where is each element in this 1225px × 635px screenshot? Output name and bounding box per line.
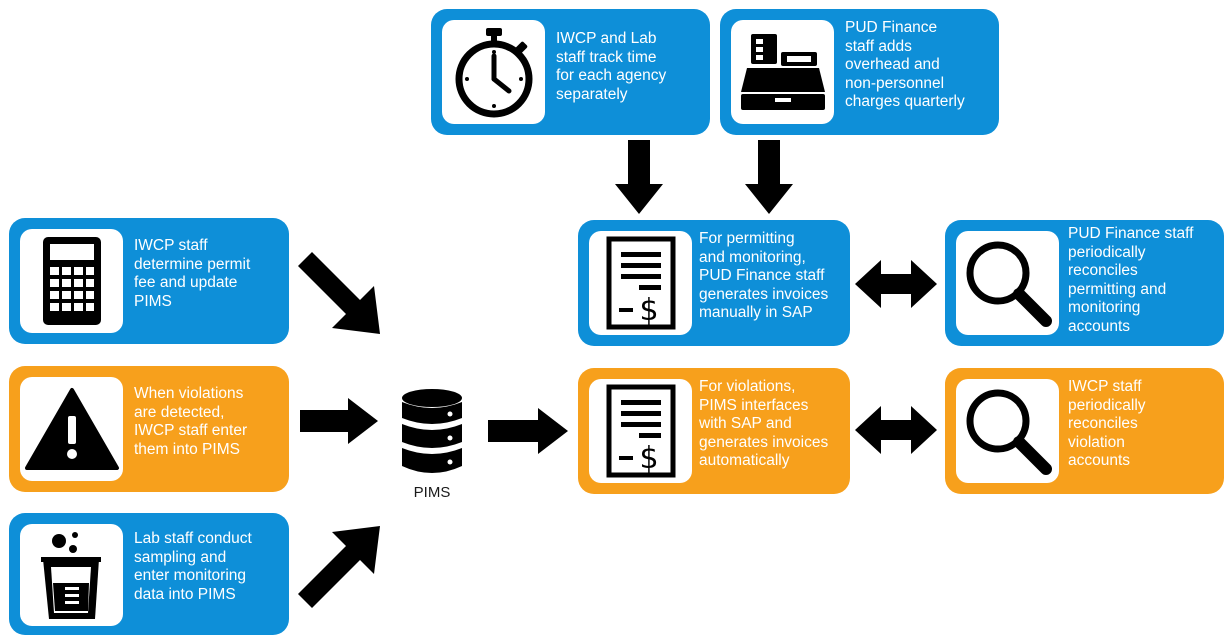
invoice-icon-frame: $ <box>589 231 692 335</box>
overhead-box: PUD Finance staff adds overhead and non-… <box>720 9 999 135</box>
arrow-lab-to-pims <box>298 526 380 608</box>
magnifier-icon-frame <box>956 231 1059 335</box>
reconcile-violations-text: IWCP staff periodically reconciles viola… <box>1068 378 1146 469</box>
cash-register-icon-frame <box>731 20 834 124</box>
permit-fee-text: IWCP staff determine permit fee and upda… <box>134 237 251 310</box>
warning-icon <box>24 388 119 470</box>
warning-icon-frame <box>20 377 123 481</box>
calculator-icon <box>42 237 101 325</box>
arrow-pims-to-auto-invoices <box>488 408 568 454</box>
arrow-permit-to-pims <box>298 252 380 334</box>
time-tracking-box: IWCP and Lab staff track time for each a… <box>431 9 710 135</box>
double-arrow-permitting-reconcile <box>855 260 937 308</box>
pims-label: PIMS <box>413 484 451 501</box>
calculator-icon-frame <box>20 229 123 333</box>
manual-invoices-text: For permitting and monitoring, PUD Finan… <box>699 230 829 321</box>
stopwatch-icon <box>455 28 532 118</box>
beaker-icon-frame <box>20 524 123 626</box>
cash-register-icon <box>740 34 825 110</box>
database-icon <box>402 389 462 473</box>
time-tracking-text: IWCP and Lab staff track time for each a… <box>556 30 667 103</box>
magnifier-icon <box>966 241 1052 327</box>
lab-sampling-box: Lab staff conduct sampling and enter mon… <box>9 513 289 635</box>
arrow-violations-to-pims <box>300 398 378 444</box>
arrow-overhead-to-invoices <box>745 140 793 214</box>
overhead-text: PUD Finance staff adds overhead and non-… <box>845 19 965 110</box>
violations-entry-text: When violations are detected, IWCP staff… <box>134 385 248 458</box>
invoice-icon-frame: $ <box>589 379 692 483</box>
invoice-icon: $ <box>606 384 675 478</box>
beaker-icon <box>40 532 101 619</box>
permit-fee-box: IWCP staff determine permit fee and upda… <box>9 218 289 344</box>
magnifier-icon-frame <box>956 379 1059 483</box>
double-arrow-violations-reconcile <box>855 406 937 454</box>
magnifier-icon <box>966 389 1052 475</box>
auto-invoices-text: For violations, PIMS interfaces with SAP… <box>699 378 829 469</box>
svg-text:$: $ <box>639 441 658 476</box>
reconcile-permitting-box: PUD Finance staff periodically reconcile… <box>945 220 1224 346</box>
violations-entry-box: When violations are detected, IWCP staff… <box>9 366 289 492</box>
svg-text:$: $ <box>639 293 658 328</box>
invoice-icon: $ <box>606 236 675 330</box>
arrow-time-to-invoices <box>615 140 663 214</box>
stopwatch-icon-frame <box>442 20 545 124</box>
manual-invoices-box: $ For permitting and monitoring, PUD Fin… <box>578 220 850 346</box>
reconcile-permitting-text: PUD Finance staff periodically reconcile… <box>1068 225 1194 335</box>
auto-invoices-box: $ For violations, PIMS interfaces with S… <box>578 368 850 494</box>
lab-sampling-text: Lab staff conduct sampling and enter mon… <box>134 530 252 603</box>
reconcile-violations-box: IWCP staff periodically reconciles viola… <box>945 368 1224 494</box>
